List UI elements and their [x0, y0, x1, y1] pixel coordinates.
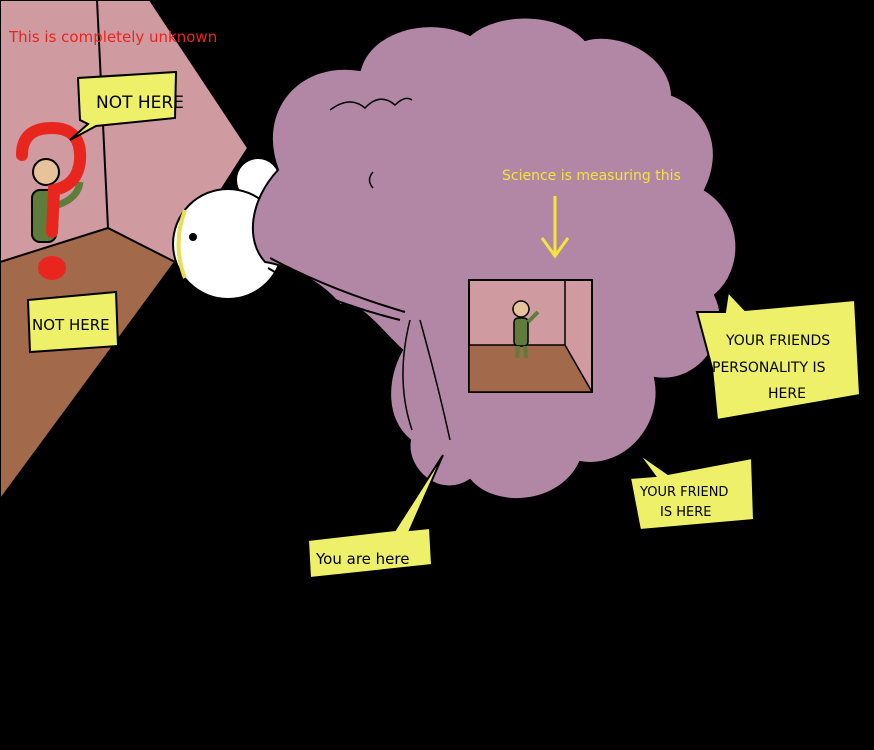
- question-mark-dot: [38, 256, 66, 280]
- inner-person-leg-left: [515, 345, 520, 359]
- person-head: [32, 158, 60, 186]
- eye-lens-edge: [176, 209, 187, 279]
- brain-mark: [368, 171, 374, 189]
- label-not-here-floor: NOT HERE: [26, 290, 120, 354]
- friends-personality-text: YOUR FRIENDS PERSONALITY IS HERE: [712, 333, 835, 402]
- nerve-branch-2: [419, 319, 451, 441]
- inner-person-body: [513, 317, 529, 347]
- optic-nerve-top: [269, 257, 406, 313]
- inner-person-head: [512, 300, 530, 318]
- friends-personality-line-3: HERE: [768, 386, 806, 402]
- friends-personality-line-1: YOUR FRIENDS: [725, 333, 830, 349]
- brain-squiggle: [329, 97, 413, 111]
- person-behind-question: [16, 121, 87, 280]
- friends-personality-line-2: PERSONALITY IS: [712, 360, 826, 376]
- nerve-branch-1: [402, 319, 413, 431]
- label-your-friend: YOUR FRIEND IS HERE: [628, 452, 756, 532]
- your-friend-line-2: IS HERE: [660, 505, 711, 520]
- inner-room: [468, 279, 594, 393]
- unknown-caption: This is completely unknown: [9, 28, 218, 46]
- brain-shape: [252, 16, 738, 500]
- your-friend-text: YOUR FRIEND IS HERE: [639, 485, 733, 520]
- measuring-caption: Science is measuring this: [502, 168, 681, 184]
- you-are-here-text: You are here: [315, 550, 409, 568]
- person-arm: [56, 181, 84, 209]
- question-mark-curve: [16, 121, 87, 238]
- label-friends-personality: YOUR FRIENDS PERSONALITY IS HERE: [695, 289, 862, 422]
- arrow-head: [540, 237, 570, 259]
- not-here-floor-text: NOT HERE: [32, 316, 110, 334]
- label-you-are-here: You are here: [306, 454, 444, 580]
- eye-pupil: [189, 233, 197, 241]
- inner-person-leg-right: [523, 345, 528, 359]
- down-arrow: [540, 196, 570, 259]
- label-not-here-top: NOT HERE: [69, 70, 184, 141]
- inner-room-floor: [468, 344, 594, 393]
- your-friend-line-1: YOUR FRIEND: [639, 485, 728, 500]
- inner-person-arm: [526, 310, 540, 324]
- brain-cloud: [252, 16, 738, 500]
- optic-nerve-bottom: [267, 267, 401, 321]
- not-here-top-text: NOT HERE: [96, 93, 184, 113]
- outer-room: [0, 0, 250, 502]
